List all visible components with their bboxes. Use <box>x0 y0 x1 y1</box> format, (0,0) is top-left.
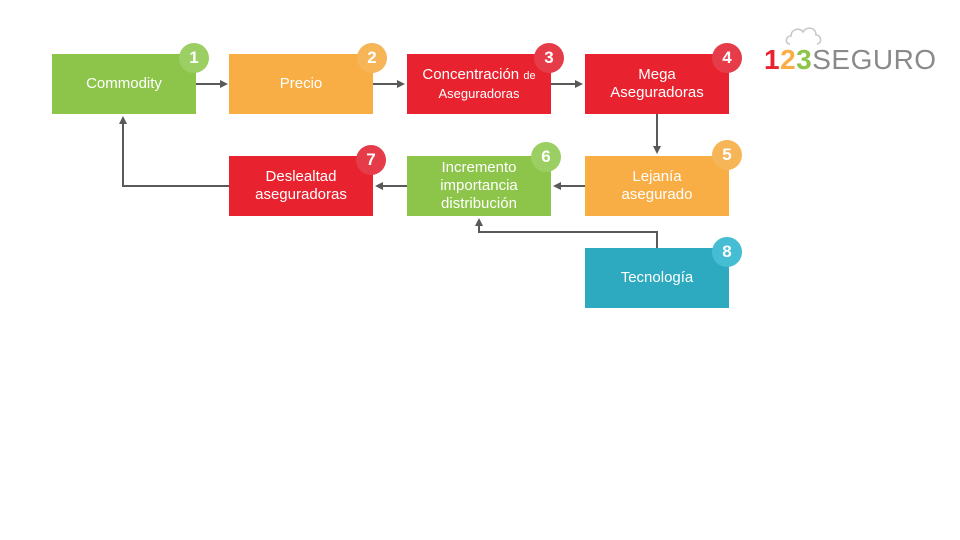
node-incremento-label: Incremento importancia distribución <box>440 159 518 212</box>
node-tecnologia: Tecnología <box>585 248 729 308</box>
node-mega-label: Mega Aseguradoras <box>610 66 704 101</box>
badge-8-number: 8 <box>722 242 732 261</box>
badge-5-number: 5 <box>722 145 732 164</box>
logo-word: SEGURO <box>812 44 937 75</box>
node-concentracion: Concentración de Aseguradoras <box>407 54 551 114</box>
node-tecnologia-label: Tecnología <box>620 269 694 286</box>
node-incremento: Incremento importancia distribución <box>407 156 551 216</box>
node-commodity: Commodity <box>52 54 196 114</box>
arrow-deslealtad-to-commodity <box>119 116 229 187</box>
node-mega: Mega Aseguradoras <box>585 54 729 114</box>
node-concentracion-label-line2: Aseguradoras <box>438 85 520 101</box>
badge-1-number: 1 <box>189 48 199 67</box>
logo-123seguro: 123SEGURO <box>764 24 937 76</box>
node-commodity-label: Commodity <box>86 75 162 92</box>
node-deslealtad: Deslealtad aseguradoras <box>229 156 373 216</box>
badge-4-number: 4 <box>722 48 732 67</box>
badge-2-number: 2 <box>367 48 377 67</box>
node-lejania-label: Lejanía asegurado <box>621 168 693 203</box>
node-concentracion-label-de: de <box>523 69 536 82</box>
node-concentracion-label: Concentración de <box>422 66 535 85</box>
logo-digit-3: 3 <box>796 44 813 75</box>
badge-4: 4 <box>712 43 742 73</box>
badge-3: 3 <box>534 43 564 73</box>
node-precio: Precio <box>229 54 373 114</box>
node-concentracion-label-main: Concentración <box>422 65 520 83</box>
node-precio-label: Precio <box>279 75 323 92</box>
badge-3-number: 3 <box>544 48 554 67</box>
badge-7-number: 7 <box>366 150 376 169</box>
badge-6: 6 <box>531 142 561 172</box>
badge-1: 1 <box>179 43 209 73</box>
node-lejania: Lejanía asegurado <box>585 156 729 216</box>
badge-8: 8 <box>712 237 742 267</box>
badge-5: 5 <box>712 140 742 170</box>
cloud-icon <box>785 27 822 45</box>
logo-digit-2: 2 <box>780 44 797 75</box>
logo-digit-1: 1 <box>764 44 781 75</box>
node-deslealtad-label: Deslealtad aseguradoras <box>255 168 347 203</box>
logo-text: 123SEGURO <box>764 44 937 76</box>
badge-2: 2 <box>357 43 387 73</box>
badge-6-number: 6 <box>541 147 551 166</box>
arrow-tecnologia-to-incremento <box>475 218 658 248</box>
badge-7: 7 <box>356 145 386 175</box>
